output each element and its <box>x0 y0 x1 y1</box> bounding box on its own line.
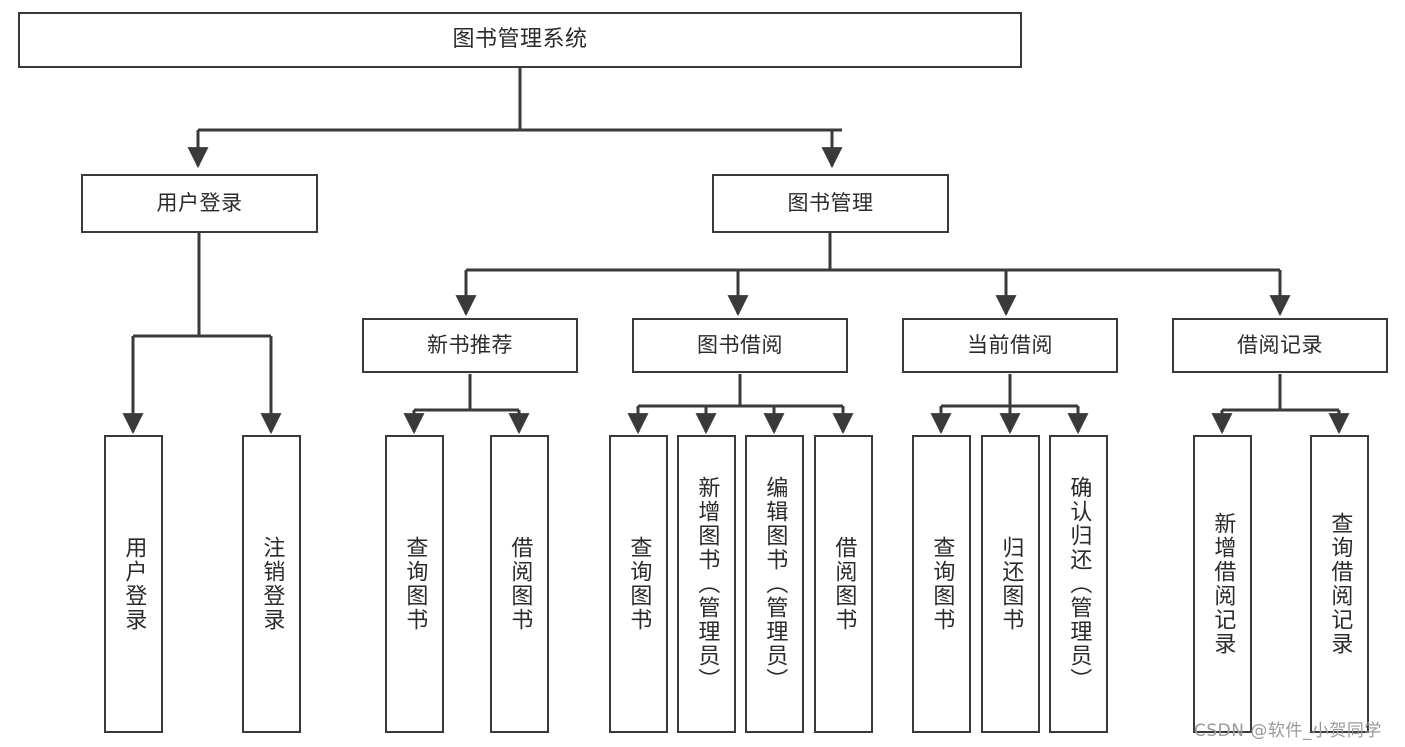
watermark: CSDN @软件_小贺同学 <box>1194 721 1382 741</box>
leaf-borrow-record-query-record[interactable]: 查询借阅记录 <box>1310 435 1369 733</box>
node-borrowing-record[interactable]: 借阅记录 <box>1172 318 1388 373</box>
leaf-user-login-login[interactable]: 用户登录 <box>104 435 163 733</box>
node-label: 新增图书（管理员） <box>694 476 720 692</box>
leaf-current-borrow-return-books[interactable]: 归还图书 <box>981 435 1040 733</box>
leaf-current-borrow-query-books[interactable]: 查询图书 <box>912 435 971 733</box>
leaf-book-borrow-edit-book-admin[interactable]: 编辑图书（管理员） <box>745 435 804 733</box>
node-book-management[interactable]: 图书管理 <box>712 174 949 233</box>
node-label: 用户登录 <box>156 191 243 216</box>
node-book-management-system[interactable]: 图书管理系统 <box>18 12 1022 68</box>
node-user-login[interactable]: 用户登录 <box>81 174 318 233</box>
node-label: 图书管理 <box>787 191 874 216</box>
node-label: 查询借阅记录 <box>1327 512 1353 656</box>
node-current-borrowing[interactable]: 当前借阅 <box>902 318 1118 373</box>
node-label: 当前借阅 <box>967 333 1053 358</box>
leaf-book-borrow-query-books[interactable]: 查询图书 <box>609 435 668 733</box>
leaf-new-book-query-books[interactable]: 查询图书 <box>385 435 444 733</box>
node-label: 编辑图书（管理员） <box>762 476 788 692</box>
node-label: 查询图书 <box>402 536 428 632</box>
leaf-book-borrow-borrow-books[interactable]: 借阅图书 <box>814 435 873 733</box>
node-label: 新增借阅记录 <box>1210 512 1236 656</box>
node-label: 图书借阅 <box>697 333 783 358</box>
node-label: 归还图书 <box>998 536 1024 632</box>
node-label: 用户登录 <box>121 536 147 632</box>
leaf-user-login-logout[interactable]: 注销登录 <box>242 435 301 733</box>
node-label: 查询图书 <box>929 536 955 632</box>
node-new-book-recommendation[interactable]: 新书推荐 <box>362 318 578 373</box>
leaf-current-borrow-confirm-return-admin[interactable]: 确认归还（管理员） <box>1049 435 1108 733</box>
node-book-borrowing[interactable]: 图书借阅 <box>632 318 848 373</box>
leaf-book-borrow-add-book-admin[interactable]: 新增图书（管理员） <box>677 435 736 733</box>
leaf-new-book-borrow-books[interactable]: 借阅图书 <box>490 435 549 733</box>
node-label: 借阅图书 <box>507 536 533 632</box>
node-label: 查询图书 <box>626 536 652 632</box>
node-label: 新书推荐 <box>427 333 513 358</box>
leaf-borrow-record-add-record[interactable]: 新增借阅记录 <box>1193 435 1252 733</box>
node-label: 图书管理系统 <box>452 27 588 53</box>
node-label: 确认归还（管理员） <box>1066 476 1092 692</box>
node-label: 注销登录 <box>259 536 285 632</box>
node-label: 借阅记录 <box>1237 333 1323 358</box>
node-label: 借阅图书 <box>831 536 857 632</box>
